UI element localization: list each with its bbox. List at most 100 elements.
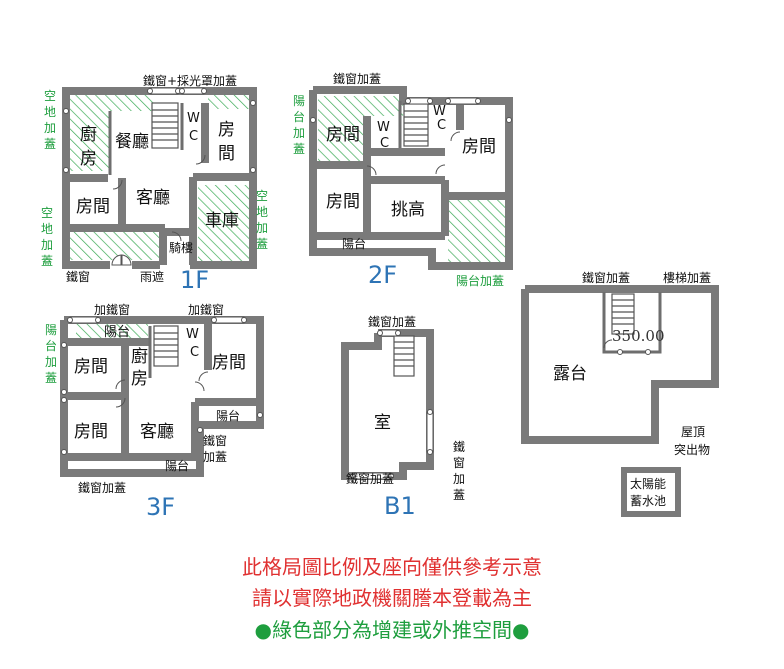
note-b1-right-1: 鐵 <box>453 439 465 454</box>
hatch-1f-bottom <box>70 232 160 260</box>
room-3f-balcony-right: 陽台 <box>216 408 240 423</box>
note-b1-bottom: 鐵窗加蓋 <box>346 471 394 486</box>
stair-1f <box>151 102 179 149</box>
stair-3f <box>153 325 179 367</box>
hatch-1f-kitchen <box>70 111 110 171</box>
note-1f-bottom-left: 鐵窗 <box>66 269 90 284</box>
note-1f-right-3: 加 <box>256 221 268 235</box>
room-1f-bedroom-a-1: 房 <box>218 120 235 140</box>
note-2f-left-3: 加 <box>293 126 305 140</box>
floor-3f: 陽台 W C 廚 房 房間 房間 房間 客廳 陽台 陽台 加鐵窗 加鐵窗 陽 台… <box>45 302 264 521</box>
stair-b1 <box>393 335 415 377</box>
room-1f-garage: 車庫 <box>205 211 239 231</box>
legend-green-note: ●綠色部分為增建或外推空間● <box>254 618 530 642</box>
disclaimer-line-1: 此格局圖比例及座向僅供參考示意 <box>242 555 542 579</box>
note-1f-bottom-mid: 雨遮 <box>140 269 164 284</box>
room-3f-bedroom-b: 房間 <box>212 353 246 373</box>
room-1f-bedroom-a-2: 間 <box>218 144 235 164</box>
note-1f-right-1: 空 <box>256 189 268 203</box>
room-3f-wc-c: C <box>190 345 199 360</box>
room-1f-wc-w: W <box>187 111 200 126</box>
floor-label-2f: 2F <box>368 261 397 289</box>
dimension-roof: 350.00 <box>612 327 665 345</box>
door-arc-roof <box>603 339 613 349</box>
room-3f-balcony-bottom: 陽台 <box>165 458 189 473</box>
room-1f-living: 客廳 <box>136 188 170 208</box>
note-b1-top: 鐵窗加蓋 <box>368 314 416 329</box>
note-roof-right-1: 屋頂 <box>681 425 705 439</box>
note-3f-left-3: 加 <box>45 355 57 369</box>
door-arcs-1f <box>111 154 206 266</box>
stair-roof <box>611 293 635 335</box>
room-2f-wc-b-w: W <box>433 104 446 119</box>
floor-2f: 房間 W C W C 房間 房間 挑高 陽台 鐵窗加蓋 陽 台 加 蓋 陽台加蓋… <box>293 71 513 289</box>
note-1f-left-bottom-3: 加 <box>41 238 53 252</box>
note-1f-top: 鐵窗+採光罩加蓋 <box>143 73 237 88</box>
room-roof-tank-1: 太陽能 <box>630 476 666 491</box>
hatch-1f-top-right <box>208 93 252 109</box>
room-2f-wc-a-c: C <box>380 136 389 151</box>
room-1f-kitchen-1: 廚 <box>80 124 97 145</box>
room-2f-bedroom-c: 房間 <box>326 192 360 212</box>
room-2f-wc-a-w: W <box>377 120 390 135</box>
hatch-3f-top <box>76 324 148 340</box>
wall-3f-outer <box>60 316 264 477</box>
wall-roof-tank <box>621 467 681 517</box>
note-3f-top-right: 加鐵窗 <box>188 302 224 317</box>
note-b1-right-2: 窗 <box>453 456 465 470</box>
note-2f-left-1: 陽 <box>293 94 305 108</box>
room-b1-room: 室 <box>374 413 391 433</box>
room-3f-bedroom-c: 房間 <box>74 422 108 442</box>
note-1f-right-4: 蓋 <box>256 237 268 251</box>
note-1f-left-bottom-4: 蓋 <box>41 254 53 268</box>
note-3f-bottom: 鐵窗加蓋 <box>78 480 126 495</box>
hatch-2f-top <box>318 96 403 116</box>
windows-2f <box>310 97 512 123</box>
note-3f-top-left: 加鐵窗 <box>94 302 130 317</box>
windows-1f <box>63 87 256 173</box>
room-2f-balcony: 陽台 <box>342 236 366 251</box>
wall-2f-outer <box>309 86 513 270</box>
note-roof-top-right: 樓梯加蓋 <box>663 270 711 285</box>
room-roof-tank-2: 蓄水池 <box>630 494 666 508</box>
hatch-2f-bottom-right <box>448 196 506 264</box>
windows-b1 <box>350 329 434 480</box>
note-3f-left-4: 蓋 <box>45 371 57 385</box>
note-1f-left-top-4: 蓋 <box>44 137 56 151</box>
stair-2f <box>403 103 429 147</box>
note-b1-right-3: 加 <box>453 472 465 486</box>
hatch-2f-left <box>318 116 368 161</box>
wall-roof-stairhouse <box>602 292 662 354</box>
room-2f-wc-b-c: C <box>437 118 446 133</box>
room-1f-kitchen-2: 房 <box>80 149 97 169</box>
note-2f-left-4: 蓋 <box>293 142 305 156</box>
note-1f-left-bottom-1: 空 <box>41 206 53 220</box>
note-b1-right-4: 蓋 <box>453 488 465 502</box>
room-1f-dining: 餐廳 <box>115 132 149 152</box>
note-1f-right-2: 地 <box>256 205 268 219</box>
hatch-1f-garage <box>198 185 250 262</box>
note-roof-right-2: 突出物 <box>674 442 710 457</box>
room-3f-living: 客廳 <box>140 422 174 442</box>
room-2f-void: 挑高 <box>391 200 425 220</box>
window-roof-b <box>645 349 651 355</box>
note-3f-right-1: 鐵窗 <box>203 433 227 448</box>
disclaimer-line-2: 請以實際地政機關謄本登載為主 <box>252 586 532 610</box>
floor-label-3f: 3F <box>146 493 175 521</box>
room-2f-bedroom-b: 房間 <box>462 137 496 157</box>
room-3f-kitchen-2: 房 <box>131 369 148 389</box>
note-2f-bottom-right: 陽台加蓋 <box>456 273 504 288</box>
room-2f-bedroom-a: 房間 <box>326 125 360 145</box>
floor-b1: 室 鐵窗加蓋 鐵窗加蓋 鐵 窗 加 蓋 B1 <box>341 314 465 520</box>
room-1f-bedroom-b: 房間 <box>76 197 110 217</box>
floor-1f: 廚 房 餐廳 W C 房 間 客廳 房間 車庫 騎樓 鐵窗+採光罩加蓋 空 地 … <box>41 73 268 294</box>
room-3f-kitchen-1: 廚 <box>131 346 148 367</box>
door-arcs-2f <box>366 131 461 176</box>
wall-roof-outer <box>521 285 719 444</box>
floor-roof: 350.00 露台 太陽能 蓄水池 鐵窗加蓋 樓梯加蓋 屋頂 突出物 <box>521 270 719 517</box>
floor-label-1f: 1F <box>180 266 209 294</box>
hatch-1f-top-left <box>70 93 154 111</box>
floor-label-b1: B1 <box>384 492 416 520</box>
note-3f-left-1: 陽 <box>45 323 57 337</box>
